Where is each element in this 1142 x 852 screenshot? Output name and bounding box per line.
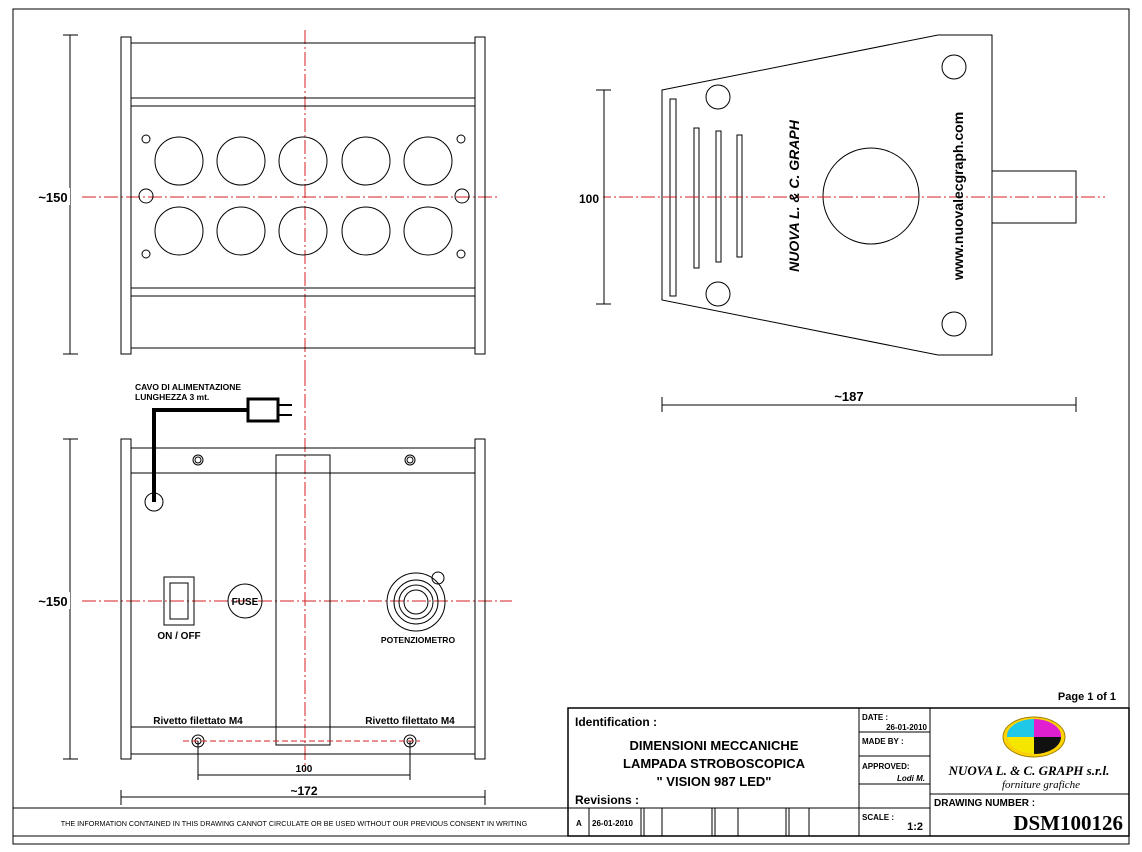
on-off-switch [163, 576, 195, 626]
power-plug [246, 397, 280, 423]
website-engraving: www.nuovalecgraph.com [950, 112, 966, 281]
company-logo [1002, 716, 1066, 758]
date-label: DATE : [862, 713, 888, 722]
date-value: 26-01-2010 [886, 723, 927, 732]
front-view [63, 372, 512, 805]
brand-engraving: NUOVA L. & C. GRAPH [786, 119, 802, 272]
rivet-spacing-label: 100 [296, 764, 313, 775]
made-by-label: MADE BY : [862, 737, 904, 746]
side-view-width-label: ~187 [834, 389, 863, 404]
led-hole [341, 206, 391, 256]
drawing-number: DSM100126 [1013, 811, 1123, 835]
front-center-slot [275, 454, 331, 746]
side-view [596, 34, 1105, 412]
approved-label: APPROVED: [862, 762, 910, 771]
power-cable [152, 397, 292, 502]
company-name: NUOVA L. & C. GRAPH s.r.l. [948, 763, 1110, 778]
title-block [567, 707, 1130, 837]
drawing-number-label: DRAWING NUMBER : [934, 798, 1035, 809]
side-view-profile [661, 34, 993, 356]
revisions-label: Revisions : [575, 793, 639, 807]
revision-letter: A [576, 819, 582, 828]
led-hole [154, 206, 204, 256]
company-subtitle: forniture grafiche [1002, 779, 1080, 791]
potentiometer [386, 572, 446, 632]
led-hole [216, 136, 266, 186]
title-line-2: LAMPADA STROBOSCOPICA [623, 756, 806, 771]
approved-value: Lodi M. [897, 774, 925, 783]
top-dim-bg [36, 188, 70, 205]
potentiometer-label: POTENZIOMETRO [381, 635, 456, 645]
page-label: Page 1 of 1 [1058, 691, 1116, 703]
scale-label: SCALE : [862, 813, 894, 822]
top-view [63, 30, 500, 372]
rivet-right-label: Rivetto filettato M4 [365, 716, 455, 727]
led-hole [403, 206, 453, 256]
side-view-height-label: 100 [579, 192, 599, 206]
led-hole [403, 136, 453, 186]
top-view-height-label: ~150 [38, 190, 67, 205]
switch-label: ON / OFF [157, 631, 200, 642]
cable-note-line2: LUNGHEZZA 3 mt. [135, 392, 209, 402]
led-hole [216, 206, 266, 256]
revision-date: 26-01-2010 [592, 819, 633, 828]
led-hole [278, 206, 328, 256]
fuse-holder [227, 583, 263, 619]
scale-value: 1:2 [907, 821, 923, 833]
led-hole [278, 136, 328, 186]
title-line-1: DIMENSIONI MECCANICHE [629, 738, 798, 753]
title-line-3: " VISION 987 LED" [657, 774, 772, 789]
rivet-left-label: Rivetto filettato M4 [153, 716, 243, 727]
side-view-main-hole [822, 147, 920, 245]
identification-label: Identification : [575, 715, 657, 729]
left-rail [120, 36, 132, 355]
fuse-label: FUSE [232, 597, 259, 608]
drawing-frame [12, 8, 1130, 845]
disclaimer-text: THE INFORMATION CONTAINED IN THIS DRAWIN… [61, 819, 528, 828]
led-hole [154, 136, 204, 186]
front-width-label: ~172 [290, 784, 317, 798]
right-rail [474, 36, 486, 355]
cable-note-line1: CAVO DI ALIMENTAZIONE [135, 382, 241, 392]
led-hole [341, 136, 391, 186]
front-view-height-label: ~150 [38, 594, 67, 609]
